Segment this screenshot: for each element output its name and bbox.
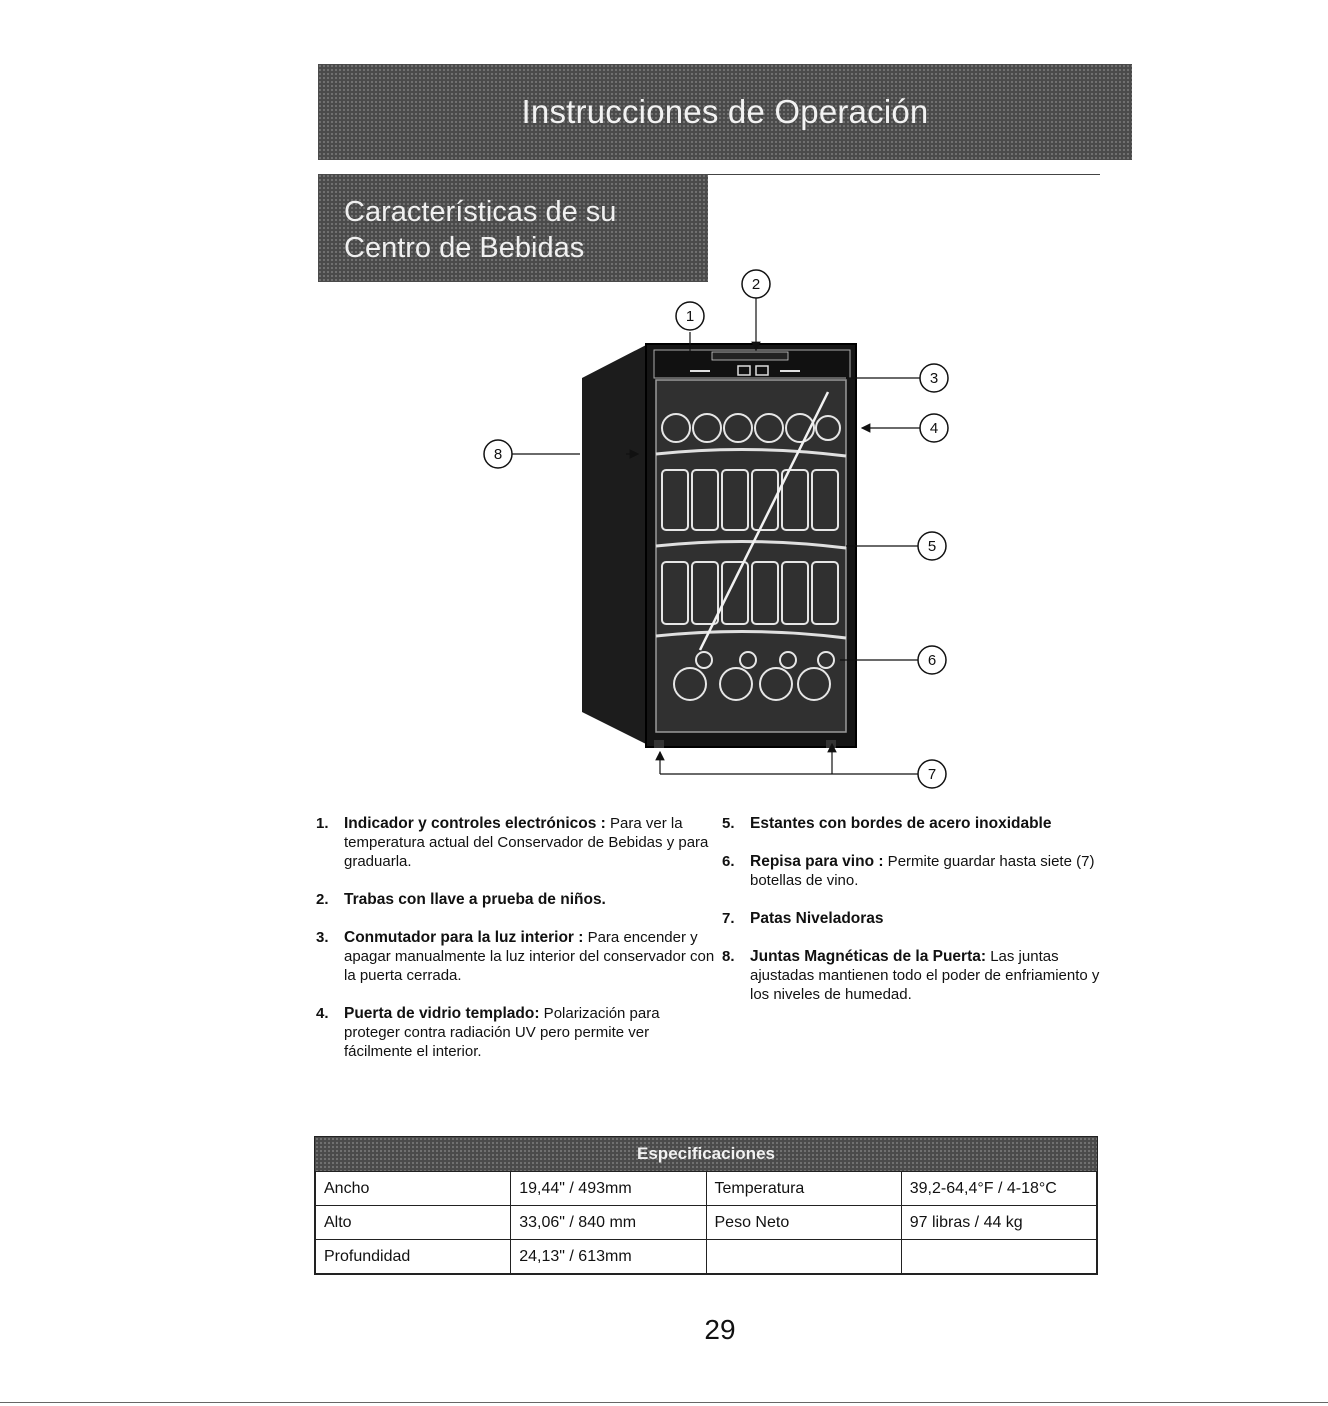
shelf-2 [655, 539, 847, 550]
spec-value [900, 1239, 1098, 1274]
svg-text:7: 7 [928, 766, 936, 783]
svg-text:8: 8 [494, 446, 502, 463]
callout-6: 6 [917, 645, 947, 675]
spec-value: 19,44" / 493mm [510, 1171, 707, 1206]
can-row-1 [661, 469, 839, 531]
specifications-grid: Ancho 19,44" / 493mm Temperatura 39,2-64… [314, 1171, 1098, 1274]
feature-item-4: 4. Puerta de vidrio templado: Polarizaci… [316, 1004, 716, 1061]
feature-description: Permite guardar hasta siete (7) botellas… [750, 853, 1095, 889]
features-list-left: 1. Indicador y controles electrónicos : … [316, 814, 716, 1080]
feature-number: 6. [722, 853, 735, 870]
callout-lines [512, 298, 920, 775]
fridge-cabinet [582, 343, 857, 748]
can-row-2 [661, 561, 839, 625]
feature-number: 5. [722, 815, 735, 832]
table-row: Alto 33,06" / 840 mm Peso Neto 97 libras… [314, 1205, 1098, 1240]
cabinet-side-panel [582, 344, 648, 745]
table-row: Profundidad 24,13" / 613mm [314, 1239, 1098, 1274]
digital-display-2 [755, 365, 769, 376]
svg-text:3: 3 [930, 370, 938, 387]
svg-text:4: 4 [930, 420, 938, 437]
table-row: Ancho 19,44" / 493mm Temperatura 39,2-64… [314, 1171, 1098, 1206]
leveling-leg-right [826, 740, 836, 748]
wine-rack-bottles [673, 651, 835, 701]
feature-item-6: 6. Repisa para vino : Permite guardar ha… [722, 852, 1112, 890]
callout-4: 4 [919, 413, 949, 443]
page-title: Instrucciones de Operación [521, 93, 929, 130]
lock-strip [711, 351, 789, 361]
feature-term: Indicador y controles electrónicos : [344, 815, 606, 832]
glass-reflection [698, 391, 830, 651]
svg-text:1: 1 [686, 308, 694, 325]
feature-term: Juntas Magnéticas de la Puerta: [750, 948, 987, 965]
leveling-leg-left [654, 740, 664, 748]
header-rule [708, 174, 1100, 175]
features-list-right: 5. Estantes con bordes de acero inoxidab… [722, 814, 1112, 1023]
callout-7: 7 [917, 759, 947, 789]
feature-description: Para encender y apagar manualmente la lu… [344, 929, 715, 984]
spec-value: 24,13" / 613mm [510, 1239, 707, 1274]
feature-number: 3. [316, 929, 329, 946]
callout-3: 3 [919, 363, 949, 393]
callout-2: 2 [741, 269, 771, 299]
beverage-center-diagram: 1 2 3 4 5 6 7 8 [483, 269, 949, 789]
callout-8: 8 [483, 439, 513, 469]
shelf-3 [655, 629, 847, 640]
feature-description: Las juntas ajustadas mantienen todo el p… [750, 948, 1100, 1003]
glass-door [655, 379, 847, 733]
feature-item-2: 2. Trabas con llave a prueba de niños. [316, 890, 716, 909]
spec-label: Alto [314, 1205, 512, 1240]
section-header-banner: Características de su Centro de Bebidas [318, 174, 708, 282]
feature-term: Conmutador para la luz interior : [344, 929, 584, 946]
feature-number: 4. [316, 1005, 329, 1022]
callout-1: 1 [675, 301, 705, 331]
feature-term: Patas Niveladoras [750, 910, 884, 927]
section-title-line1: Características de su [344, 196, 617, 228]
feature-term: Repisa para vino : [750, 853, 884, 870]
spec-value: 39,2-64,4°F / 4-18°C [900, 1171, 1098, 1206]
feature-item-1: 1. Indicador y controles electrónicos : … [316, 814, 716, 871]
spec-value: 97 libras / 44 kg [900, 1205, 1098, 1240]
bottom-rule [0, 1402, 1328, 1403]
feature-number: 7. [722, 910, 735, 927]
feature-item-3: 3. Conmutador para la luz interior : Par… [316, 928, 716, 985]
feature-number: 8. [722, 948, 735, 965]
callout-5: 5 [917, 531, 947, 561]
feature-item-7: 7. Patas Niveladoras [722, 909, 1112, 928]
spec-label: Ancho [314, 1171, 512, 1206]
feature-description: Para ver la temperatura actual del Conse… [344, 815, 709, 870]
shelf-1 [655, 447, 847, 458]
feature-number: 1. [316, 815, 329, 832]
feature-description: Polarización para proteger contra radiac… [344, 1005, 660, 1060]
specifications-table: Especificaciones Ancho 19,44" / 493mm Te… [314, 1136, 1098, 1275]
spec-label: Temperatura [705, 1171, 902, 1206]
feature-item-8: 8. Juntas Magnéticas de la Puerta: Las j… [722, 947, 1112, 1004]
spec-label: Profundidad [314, 1239, 512, 1274]
section-title-line2: Centro de Bebidas [344, 232, 585, 264]
svg-text:6: 6 [928, 652, 936, 669]
feature-item-5: 5. Estantes con bordes de acero inoxidab… [722, 814, 1112, 833]
spec-value: 33,06" / 840 mm [510, 1205, 707, 1240]
spec-label: Peso Neto [705, 1205, 902, 1240]
feature-number: 2. [316, 891, 329, 908]
specifications-header: Especificaciones [315, 1137, 1097, 1171]
svg-text:2: 2 [752, 276, 760, 293]
top-bottle-row [661, 413, 841, 443]
svg-text:5: 5 [928, 538, 936, 555]
feature-term: Estantes con bordes de acero inoxidable [750, 815, 1052, 832]
feature-term: Puerta de vidrio templado: [344, 1005, 540, 1022]
specifications-title: Especificaciones [637, 1144, 775, 1163]
main-header-banner: Instrucciones de Operación [318, 64, 1132, 160]
spec-label [705, 1239, 902, 1274]
digital-display [737, 365, 751, 376]
page-number: 29 [704, 1314, 736, 1345]
feature-term: Trabas con llave a prueba de niños. [344, 891, 606, 908]
